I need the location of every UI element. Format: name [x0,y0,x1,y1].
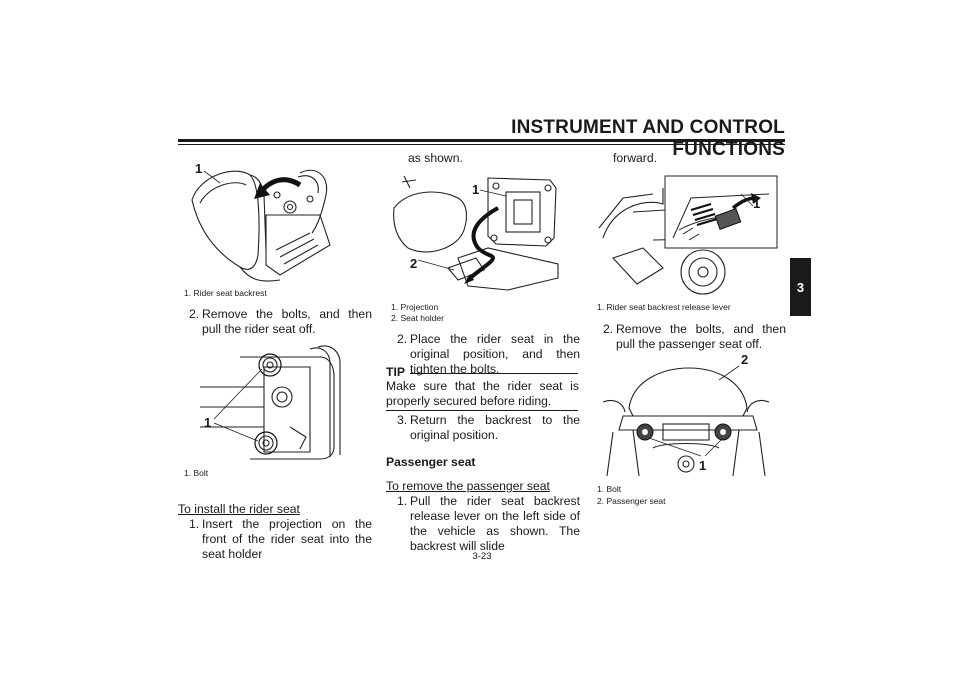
header-rule [178,139,785,142]
instruction-step: 2. Remove the bolts, and then pull the p… [603,322,786,354]
figure-callout: 1 [753,196,760,211]
figure-caption: 1. Projection [391,302,439,312]
step-text: Remove the bolts, and then pull the ride… [202,307,372,336]
instruction-step: 2. Place the rider seat in the original … [397,332,580,376]
figure-caption: 2. Seat holder [391,313,444,323]
step-text: Return the backrest to the original posi… [410,413,580,442]
tip-text: Make sure that the rider seat is properl… [386,379,579,408]
figure-backrest-release-lever: 1 [593,168,783,298]
section-heading: Passenger seat [386,455,476,469]
figure-caption: 1. Bolt [184,468,209,478]
header-rule-thin [178,144,785,145]
figure-passenger-seat: 2 1 [593,352,778,476]
figure-callout: 1 [204,415,211,430]
figure-caption: 1. Rider seat backrest [184,288,267,298]
subsection-heading: To install the rider seat [178,502,300,516]
step-text: Remove the bolts, and then pull the pass… [616,322,786,351]
step-text: Pull the rider seat backrest release lev… [410,494,580,553]
figure-callout: 2 [410,256,417,271]
tip-rule-bottom [386,410,578,411]
step-text: Insert the projection on the front of th… [202,517,372,561]
figure-callout: 2 [741,352,748,367]
continued-text: as shown. [408,151,463,165]
figure-seat-projection: 1 2 [388,168,563,296]
tip-label: TIP [386,365,405,379]
step-number: 2. [397,332,408,346]
step-number: 2. [603,322,614,336]
instruction-step: 1. Pull the rider seat backrest release … [397,494,580,553]
figure-caption: 2. Passenger seat [597,496,666,506]
figure-caption: 1. Rider seat backrest release lever [597,302,731,312]
instruction-step: 2. Remove the bolts, and then pull the r… [189,307,372,339]
tip-rule [410,373,578,374]
step-text: Place the rider seat in the original pos… [410,332,580,376]
page-number: 3-23 [472,551,492,562]
figure-callout: 1 [699,458,706,473]
step-number: 1. [397,494,408,508]
step-number: 1. [189,517,200,531]
step-number: 3. [397,413,408,427]
continued-text: forward. [613,151,658,165]
figure-caption: 1. Bolt [597,484,622,494]
chapter-tab: 3 [790,258,811,316]
figure-callout: 1 [472,182,479,197]
instruction-step: 1. Insert the projection on the front of… [189,517,372,561]
subsection-heading: To remove the passenger seat [386,479,550,493]
figure-rider-seat-bolts: 1 [180,337,350,465]
figure-rider-seat-backrest: 1 [180,155,350,285]
step-number: 2. [189,307,200,321]
figure-callout: 1 [195,161,202,176]
instruction-step: 3. Return the backrest to the original p… [397,413,580,445]
